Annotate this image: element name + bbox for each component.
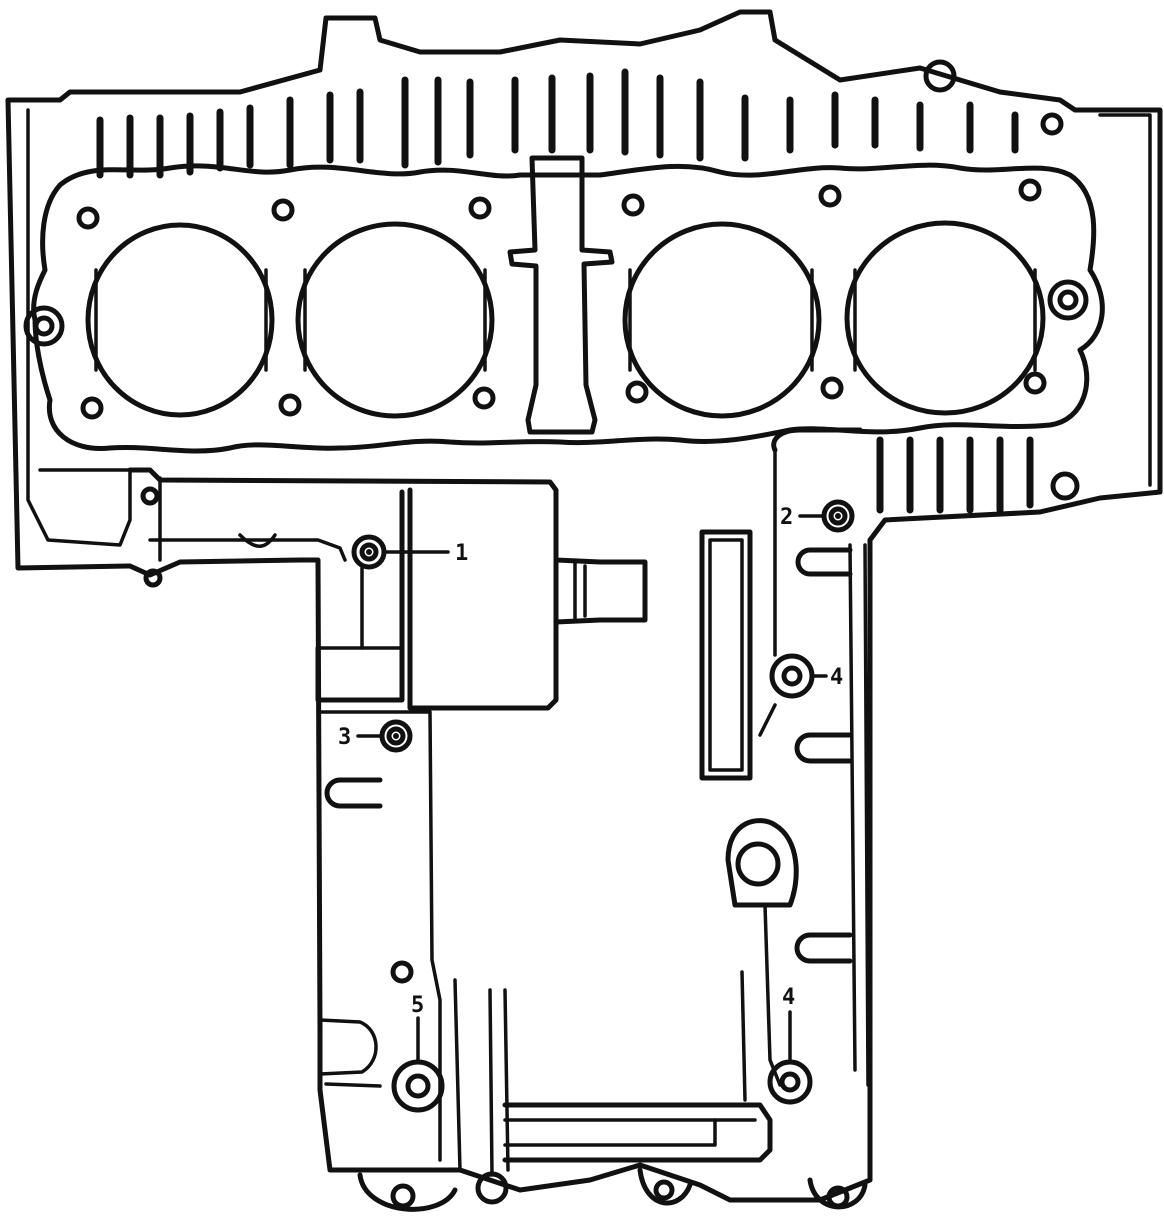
left-arm-section xyxy=(127,467,559,711)
bolt-2 xyxy=(821,499,855,533)
bolt-4b xyxy=(767,1059,813,1105)
callout-3: 3 xyxy=(338,725,351,750)
small-hole xyxy=(390,960,414,984)
callout-4-lower: 4 xyxy=(782,985,795,1010)
right-web xyxy=(758,427,870,1087)
bolt-5 xyxy=(391,1059,445,1113)
bottom-bosses xyxy=(357,1167,868,1212)
inspection-slot-inner xyxy=(708,538,744,772)
lower-body-edges xyxy=(316,710,442,1162)
bolt-1 xyxy=(351,534,387,570)
case-inner-edge-right xyxy=(1098,113,1152,487)
inspection-slot xyxy=(699,529,753,781)
lower-crank-section xyxy=(453,818,799,1177)
callout-leaders xyxy=(356,514,828,1064)
bolt-3 xyxy=(379,719,413,753)
cylinder-bores xyxy=(85,220,1046,419)
starter-motor xyxy=(315,489,648,703)
gasket-bolt-holes xyxy=(23,59,1089,501)
head-gasket-outline xyxy=(31,162,1105,454)
cooling-fins-top xyxy=(96,68,1019,179)
crankcase-upper-outline xyxy=(5,9,1163,1203)
cam-chain-tunnel xyxy=(507,155,615,435)
callout-4-upper: 4 xyxy=(830,665,843,690)
callout-1: 1 xyxy=(455,541,468,566)
bolt-4a xyxy=(769,653,815,699)
right-slots xyxy=(794,547,853,964)
callout-5: 5 xyxy=(411,993,424,1018)
callout-2: 2 xyxy=(780,505,793,530)
cooling-fins-right xyxy=(876,436,1034,514)
